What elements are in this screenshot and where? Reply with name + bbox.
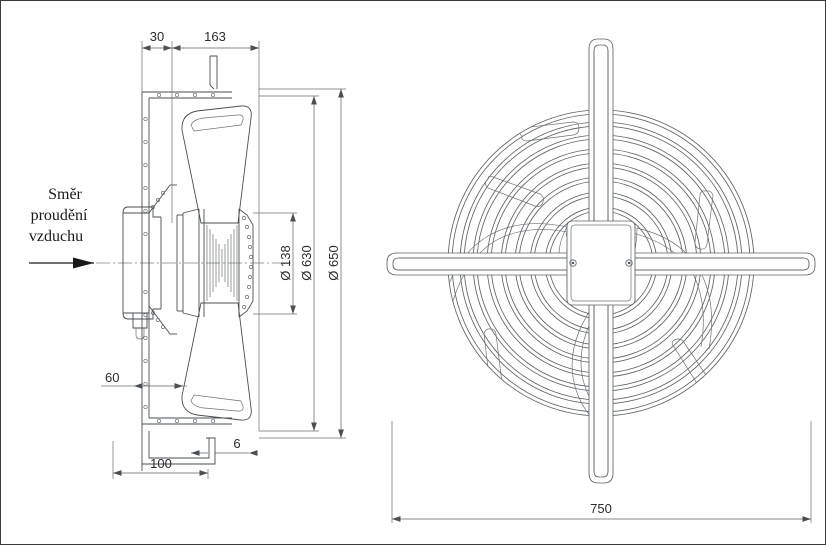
side-section-view <box>96 55 291 471</box>
front-grille-view <box>386 38 816 484</box>
dim-diameter-630: Ø 630 <box>299 245 314 280</box>
dim-60: 60 <box>105 370 119 385</box>
mounting-bracket <box>141 55 232 471</box>
airflow-label-line2: proudění <box>31 207 88 224</box>
dim-750: 750 <box>590 501 612 516</box>
side-view-dimensions: 30 163 Ø 138 Ø 630 Ø 650 60 <box>101 29 346 479</box>
dim-100: 100 <box>150 456 172 471</box>
center-hub <box>566 220 636 306</box>
motor-assembly <box>122 206 254 340</box>
airflow-label-line1: Směr <box>48 186 82 203</box>
airflow-label-line3: vzduchu <box>29 228 83 245</box>
dim-163: 163 <box>204 29 226 44</box>
airflow-annotation: Směr proudění vzduchu <box>29 186 94 269</box>
hub-bolt-right <box>625 259 633 267</box>
dim-30: 30 <box>150 29 164 44</box>
dim-6: 6 <box>233 436 240 451</box>
front-view-dimensions: 750 <box>391 421 812 523</box>
hub-bolt-left <box>569 259 577 267</box>
dim-diameter-650: Ø 650 <box>326 245 341 280</box>
end-cap-rivets <box>242 216 253 309</box>
cooling-fins <box>206 225 238 301</box>
fan-blade-profile <box>181 105 252 421</box>
dim-diameter-138: Ø 138 <box>278 245 293 280</box>
